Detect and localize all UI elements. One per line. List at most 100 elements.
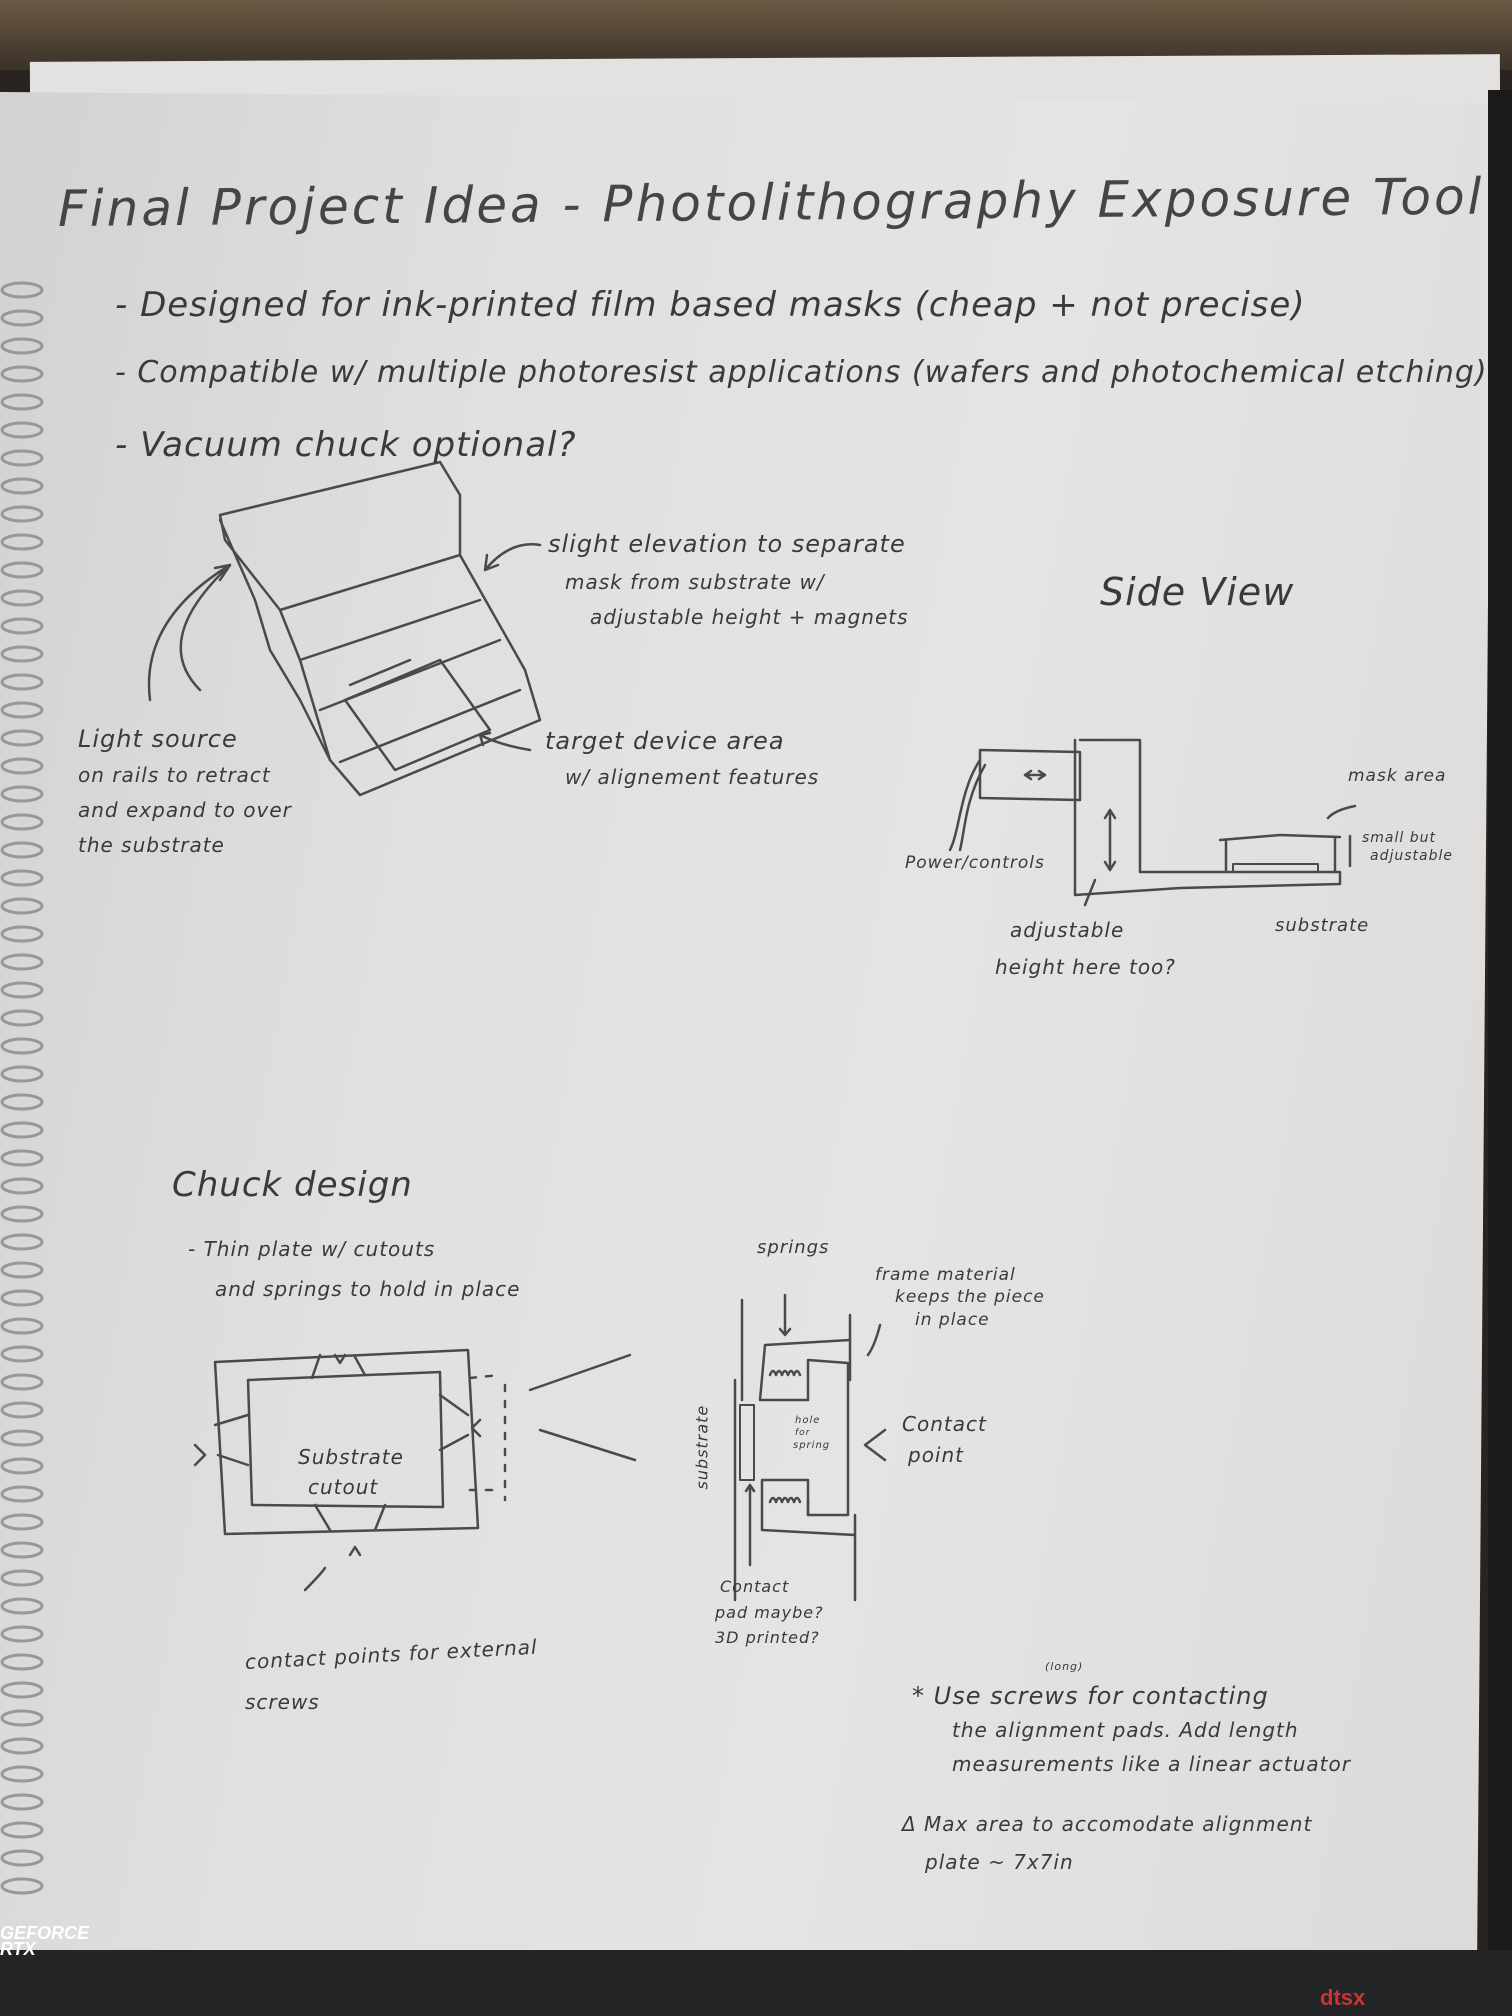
spiral-coil — [0, 1709, 44, 1727]
spiral-coil — [0, 729, 44, 747]
chuck-heading: Chuck design — [172, 1165, 413, 1205]
spiral-coil — [0, 1345, 44, 1363]
frame-note-3: in place — [915, 1310, 990, 1330]
spiral-coil — [0, 1877, 44, 1895]
bullet-2: - Compatible w/ multiple photoresist app… — [115, 355, 1488, 390]
small-adjustable-2: adjustable — [1370, 848, 1453, 864]
spiral-coil — [0, 1009, 44, 1027]
spiral-coil — [0, 1289, 44, 1307]
hole-label-2: for — [795, 1428, 811, 1438]
spiral-binding — [0, 281, 44, 1895]
spiral-coil — [0, 365, 44, 383]
spiral-coil — [0, 533, 44, 551]
spiral-coil — [0, 505, 44, 523]
spiral-coil — [0, 617, 44, 635]
spiral-coil — [0, 1765, 44, 1783]
light-source-note-4: the substrate — [78, 833, 225, 857]
spiral-coil — [0, 477, 44, 495]
star-note-1: * Use screws for contacting — [912, 1682, 1269, 1710]
side-view-drawing — [948, 738, 1357, 907]
light-source-note-3: and expand to over — [78, 798, 292, 822]
frame-note-2: keeps the piece — [895, 1287, 1045, 1307]
spiral-coil — [0, 421, 44, 439]
logo-line: GEFORCE — [0, 1923, 90, 1943]
substrate-label: substrate — [1275, 915, 1370, 936]
logo-line: RTX — [0, 1939, 36, 1959]
pad-note-3: 3D printed? — [715, 1628, 820, 1647]
spiral-coil — [0, 1681, 44, 1699]
adjustable-height-2: height here too? — [995, 955, 1176, 979]
spiral-coil — [0, 953, 44, 971]
light-source-note-1: Light source — [78, 725, 238, 753]
spiral-coil — [0, 1261, 44, 1279]
elevation-note-2: mask from substrate w/ — [565, 570, 825, 594]
chuck-plate-drawing — [193, 1348, 637, 1592]
target-note-1: target device area — [545, 727, 785, 755]
adjustable-height-1: adjustable — [1010, 918, 1125, 942]
spiral-coil — [0, 449, 44, 467]
spiral-coil — [0, 1541, 44, 1559]
mask-area-label: mask area — [1348, 766, 1447, 786]
cutout-label-2: cutout — [308, 1475, 379, 1499]
target-note-2: w/ alignement features — [565, 765, 820, 789]
hole-label-3: spring — [793, 1440, 831, 1451]
delta-note-2: plate ~ 7x7in — [925, 1850, 1074, 1874]
spiral-coil — [0, 1625, 44, 1643]
spiral-coil — [0, 1401, 44, 1419]
spiral-coil — [0, 1737, 44, 1755]
spiral-coil — [0, 337, 44, 355]
elevation-note-3: adjustable height + magnets — [590, 605, 909, 629]
contact-note-2: screws — [245, 1690, 320, 1714]
bullet-3: - Vacuum chuck optional? — [115, 425, 577, 465]
power-controls-label: Power/controls — [905, 853, 1045, 873]
spiral-coil — [0, 1373, 44, 1391]
spiral-coil — [0, 1121, 44, 1139]
contact-point-1: Contact — [902, 1412, 987, 1436]
cross-section-drawing — [733, 1293, 887, 1602]
spiral-coil — [0, 1149, 44, 1167]
sticker: dtsx — [1320, 1985, 1366, 2010]
frame-note-1: frame material — [875, 1265, 1016, 1285]
spiral-coil — [0, 841, 44, 859]
light-source-note-2: on rails to retract — [78, 763, 271, 787]
spiral-coil — [0, 1065, 44, 1083]
spiral-coil — [0, 757, 44, 775]
spiral-coil — [0, 981, 44, 999]
pad-note-1: Contact — [720, 1577, 790, 1596]
pad-note-2: pad maybe? — [715, 1603, 824, 1622]
chuck-note-2: and springs to hold in place — [215, 1277, 521, 1301]
cutout-label-1: Substrate — [298, 1445, 404, 1469]
spiral-coil — [0, 1653, 44, 1671]
spiral-coil — [0, 393, 44, 411]
spiral-coil — [0, 1233, 44, 1251]
spiral-coil — [0, 673, 44, 691]
dark-edge — [1488, 90, 1512, 1960]
delta-note-1: Δ Max area to accomodate alignment — [902, 1812, 1313, 1836]
spiral-coil — [0, 1177, 44, 1195]
contact-point-2: point — [908, 1443, 965, 1467]
isometric-sketch — [147, 460, 542, 797]
springs-label: springs — [757, 1237, 830, 1258]
bullet-1: - Designed for ink-printed film based ma… — [115, 285, 1306, 325]
spiral-coil — [0, 1093, 44, 1111]
star-note-3: measurements like a linear actuator — [952, 1752, 1351, 1776]
spiral-coil — [0, 589, 44, 607]
spiral-coil — [0, 1821, 44, 1839]
spiral-coil — [0, 1569, 44, 1587]
small-adjustable-1: small but — [1362, 830, 1436, 846]
substrate-vertical-label: substrate — [692, 1404, 712, 1490]
spiral-coil — [0, 1849, 44, 1867]
spiral-coil — [0, 1205, 44, 1223]
spiral-coil — [0, 1037, 44, 1055]
spiral-coil — [0, 561, 44, 579]
spiral-coil — [0, 1485, 44, 1503]
spiral-coil — [0, 701, 44, 719]
spiral-coil — [0, 925, 44, 943]
spiral-coil — [0, 813, 44, 831]
spiral-coil — [0, 869, 44, 887]
spiral-coil — [0, 1793, 44, 1811]
notebook-page — [0, 92, 1492, 1962]
elevation-note-1: slight elevation to separate — [548, 530, 906, 558]
